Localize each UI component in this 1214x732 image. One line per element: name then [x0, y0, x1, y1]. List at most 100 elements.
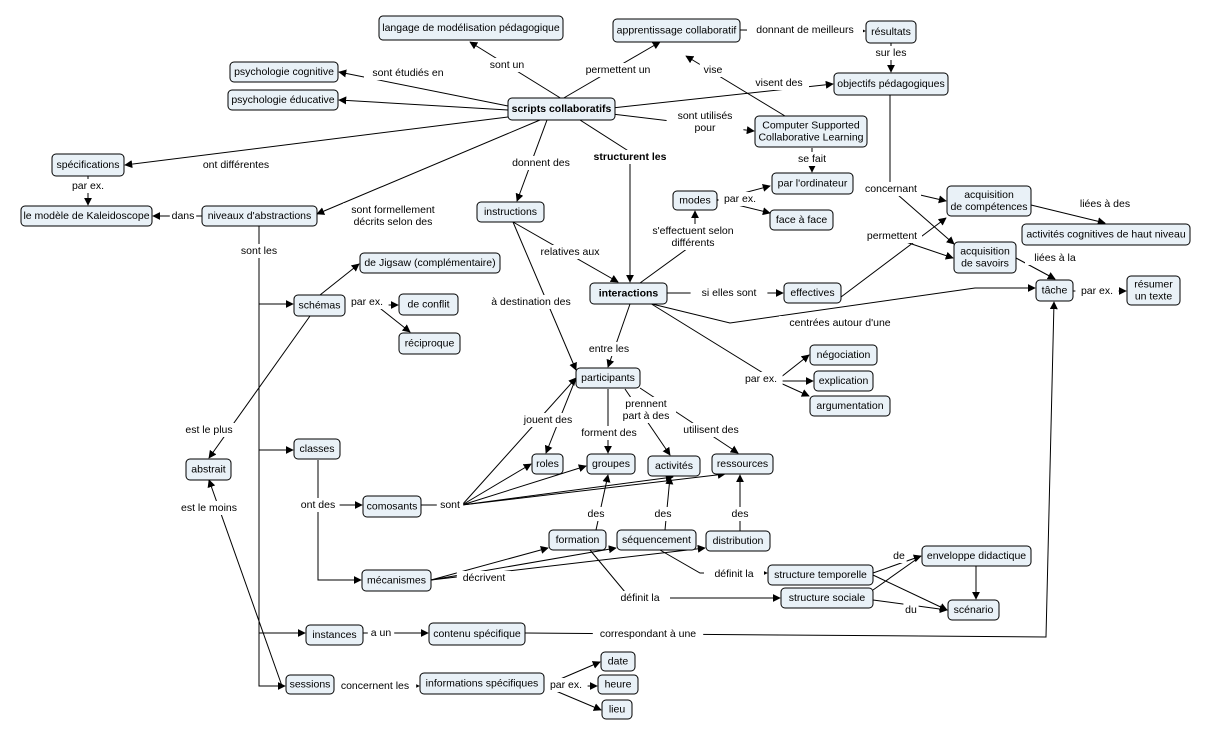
concept-label: interactions	[599, 288, 659, 300]
concept-instructions[interactable]: instructions	[476, 201, 545, 223]
concept-abstrait[interactable]: abstrait	[185, 458, 232, 481]
concept-tache[interactable]: tâche	[1035, 279, 1074, 302]
concept-reciproque[interactable]: réciproque	[398, 332, 461, 355]
concept-infos[interactable]: informations spécifiques	[419, 672, 545, 695]
connector-line	[461, 470, 726, 506]
concept-mecanismes[interactable]: mécanismes	[361, 569, 432, 592]
concept-sequencement[interactable]: séquencement	[616, 529, 697, 551]
concept-interactions[interactable]: interactions	[589, 282, 668, 305]
concept-resultats[interactable]: résultats	[865, 20, 917, 44]
concept-negociation[interactable]: négociation	[809, 344, 878, 366]
concept-comosants[interactable]: comosants	[362, 495, 422, 518]
link-label-se-fait: se fait	[790, 152, 834, 166]
concept-ordinateur[interactable]: par l'ordinateur	[771, 172, 854, 195]
link-label-text: se fait	[798, 153, 826, 165]
concept-heure[interactable]: heure	[597, 674, 639, 695]
concept-label: effectives	[790, 287, 834, 299]
concept-date[interactable]: date	[600, 651, 636, 672]
concept-modes[interactable]: modes	[672, 190, 718, 211]
concept-struct-temp[interactable]: structure temporelle	[767, 564, 874, 586]
concept-enveloppe[interactable]: enveloppe didactique	[921, 545, 1032, 567]
connector-line	[1030, 204, 1106, 226]
concept-specifications[interactable]: spécifications	[51, 153, 125, 177]
concept-psy-edu[interactable]: psychologie éducative	[227, 89, 339, 111]
link-label-est-le-moins: est le moins	[173, 501, 245, 515]
concept-groupes[interactable]: groupes	[586, 453, 636, 475]
concept-scenario[interactable]: scénario	[947, 599, 1000, 621]
concept-label: roles	[536, 458, 559, 470]
concept-apprentissage[interactable]: apprentissage collaboratif	[612, 18, 741, 43]
link-label-du: du	[903, 603, 919, 617]
link-label-text: correspondant à une	[600, 628, 696, 640]
concept-participants[interactable]: participants	[575, 367, 641, 389]
concept-scripts[interactable]: scripts collaboratifs	[507, 97, 616, 121]
connector-line	[606, 303, 631, 368]
concept-face[interactable]: face à face	[769, 209, 834, 231]
concept-formation[interactable]: formation	[548, 529, 607, 551]
concept-contenu[interactable]: contenu spécifique	[428, 622, 526, 646]
link-label-text: donnent des	[512, 157, 570, 169]
link-label-text: définit la	[620, 592, 659, 604]
link-label-text: des	[655, 508, 672, 520]
link-label-est-le-plus: est le plus	[176, 423, 242, 437]
concept-label: psychologie cognitive	[234, 66, 334, 78]
concept-psy-cog[interactable]: psychologie cognitive	[229, 61, 339, 83]
link-label-text: relatives aux	[541, 246, 601, 258]
concept-label: argumentation	[816, 400, 883, 412]
concept-argumentation[interactable]: argumentation	[809, 395, 891, 417]
concept-classes[interactable]: classes	[293, 438, 341, 460]
concept-sessions[interactable]: sessions	[285, 674, 335, 695]
link-label-text: de	[893, 550, 905, 562]
concept-activites[interactable]: activités	[647, 455, 701, 477]
concept-explication[interactable]: explication	[813, 370, 874, 392]
concept-jigsaw[interactable]: de Jigsaw (complémentaire)	[359, 252, 501, 274]
link-label-relatives: relatives aux	[531, 245, 609, 259]
concept-label: par l'ordinateur	[778, 178, 848, 190]
concept-distribution[interactable]: distribution	[705, 530, 771, 552]
concept-kaleidoscope[interactable]: le modèle de Kaleidoscope	[20, 205, 153, 227]
link-label-text: des	[588, 508, 605, 520]
link-label-par-ex-modes: par ex.	[718, 192, 762, 206]
link-label-text: permettent un	[586, 64, 651, 76]
concept-ressources[interactable]: ressources	[711, 453, 774, 475]
link-label-text: si elles sont	[702, 287, 757, 299]
link-label-dans: dans	[169, 209, 197, 223]
link-label-entre-les: entre les	[581, 342, 637, 356]
link-label-liees-la: liées à la	[1025, 251, 1085, 265]
concept-objectifs[interactable]: objectifs pédagogiques	[833, 72, 949, 96]
connector-line	[872, 574, 948, 611]
concept-langage[interactable]: langage de modélisation pédagogique	[378, 15, 564, 41]
link-label-concernent: concernent les	[333, 679, 417, 693]
concept-act-cog[interactable]: activités cognitives de haut niveau	[1021, 223, 1191, 246]
link-label-etudies: sont étudiés en	[364, 66, 452, 80]
link-label-text: décrivent	[463, 572, 506, 584]
link-label-vise: vise	[699, 63, 727, 77]
link-label-text: par ex.	[72, 180, 104, 192]
link-label-text: liées à des	[1080, 198, 1130, 210]
connector-line	[889, 187, 955, 245]
concept-label: de conflit	[407, 299, 449, 311]
concept-label: activités	[655, 460, 693, 472]
link-label-text: visent des	[755, 77, 802, 89]
concept-label: heure	[605, 679, 632, 691]
concept-effectives[interactable]: effectives	[783, 282, 842, 304]
link-label-structurent: structurent les	[586, 150, 674, 164]
concept-niveaux[interactable]: niveaux d'abstractions	[201, 205, 318, 227]
concept-struct-soc[interactable]: structure sociale	[780, 587, 874, 609]
concept-schemas[interactable]: schémas	[293, 294, 346, 317]
concept-instances[interactable]: instances	[305, 624, 364, 646]
link-label-text: a un	[371, 627, 392, 639]
link-label-permettent: permettent	[862, 229, 922, 243]
concept-roles[interactable]: roles	[531, 453, 564, 475]
concept-lieu[interactable]: lieu	[601, 699, 633, 720]
concept-conflit[interactable]: de conflit	[398, 293, 459, 316]
